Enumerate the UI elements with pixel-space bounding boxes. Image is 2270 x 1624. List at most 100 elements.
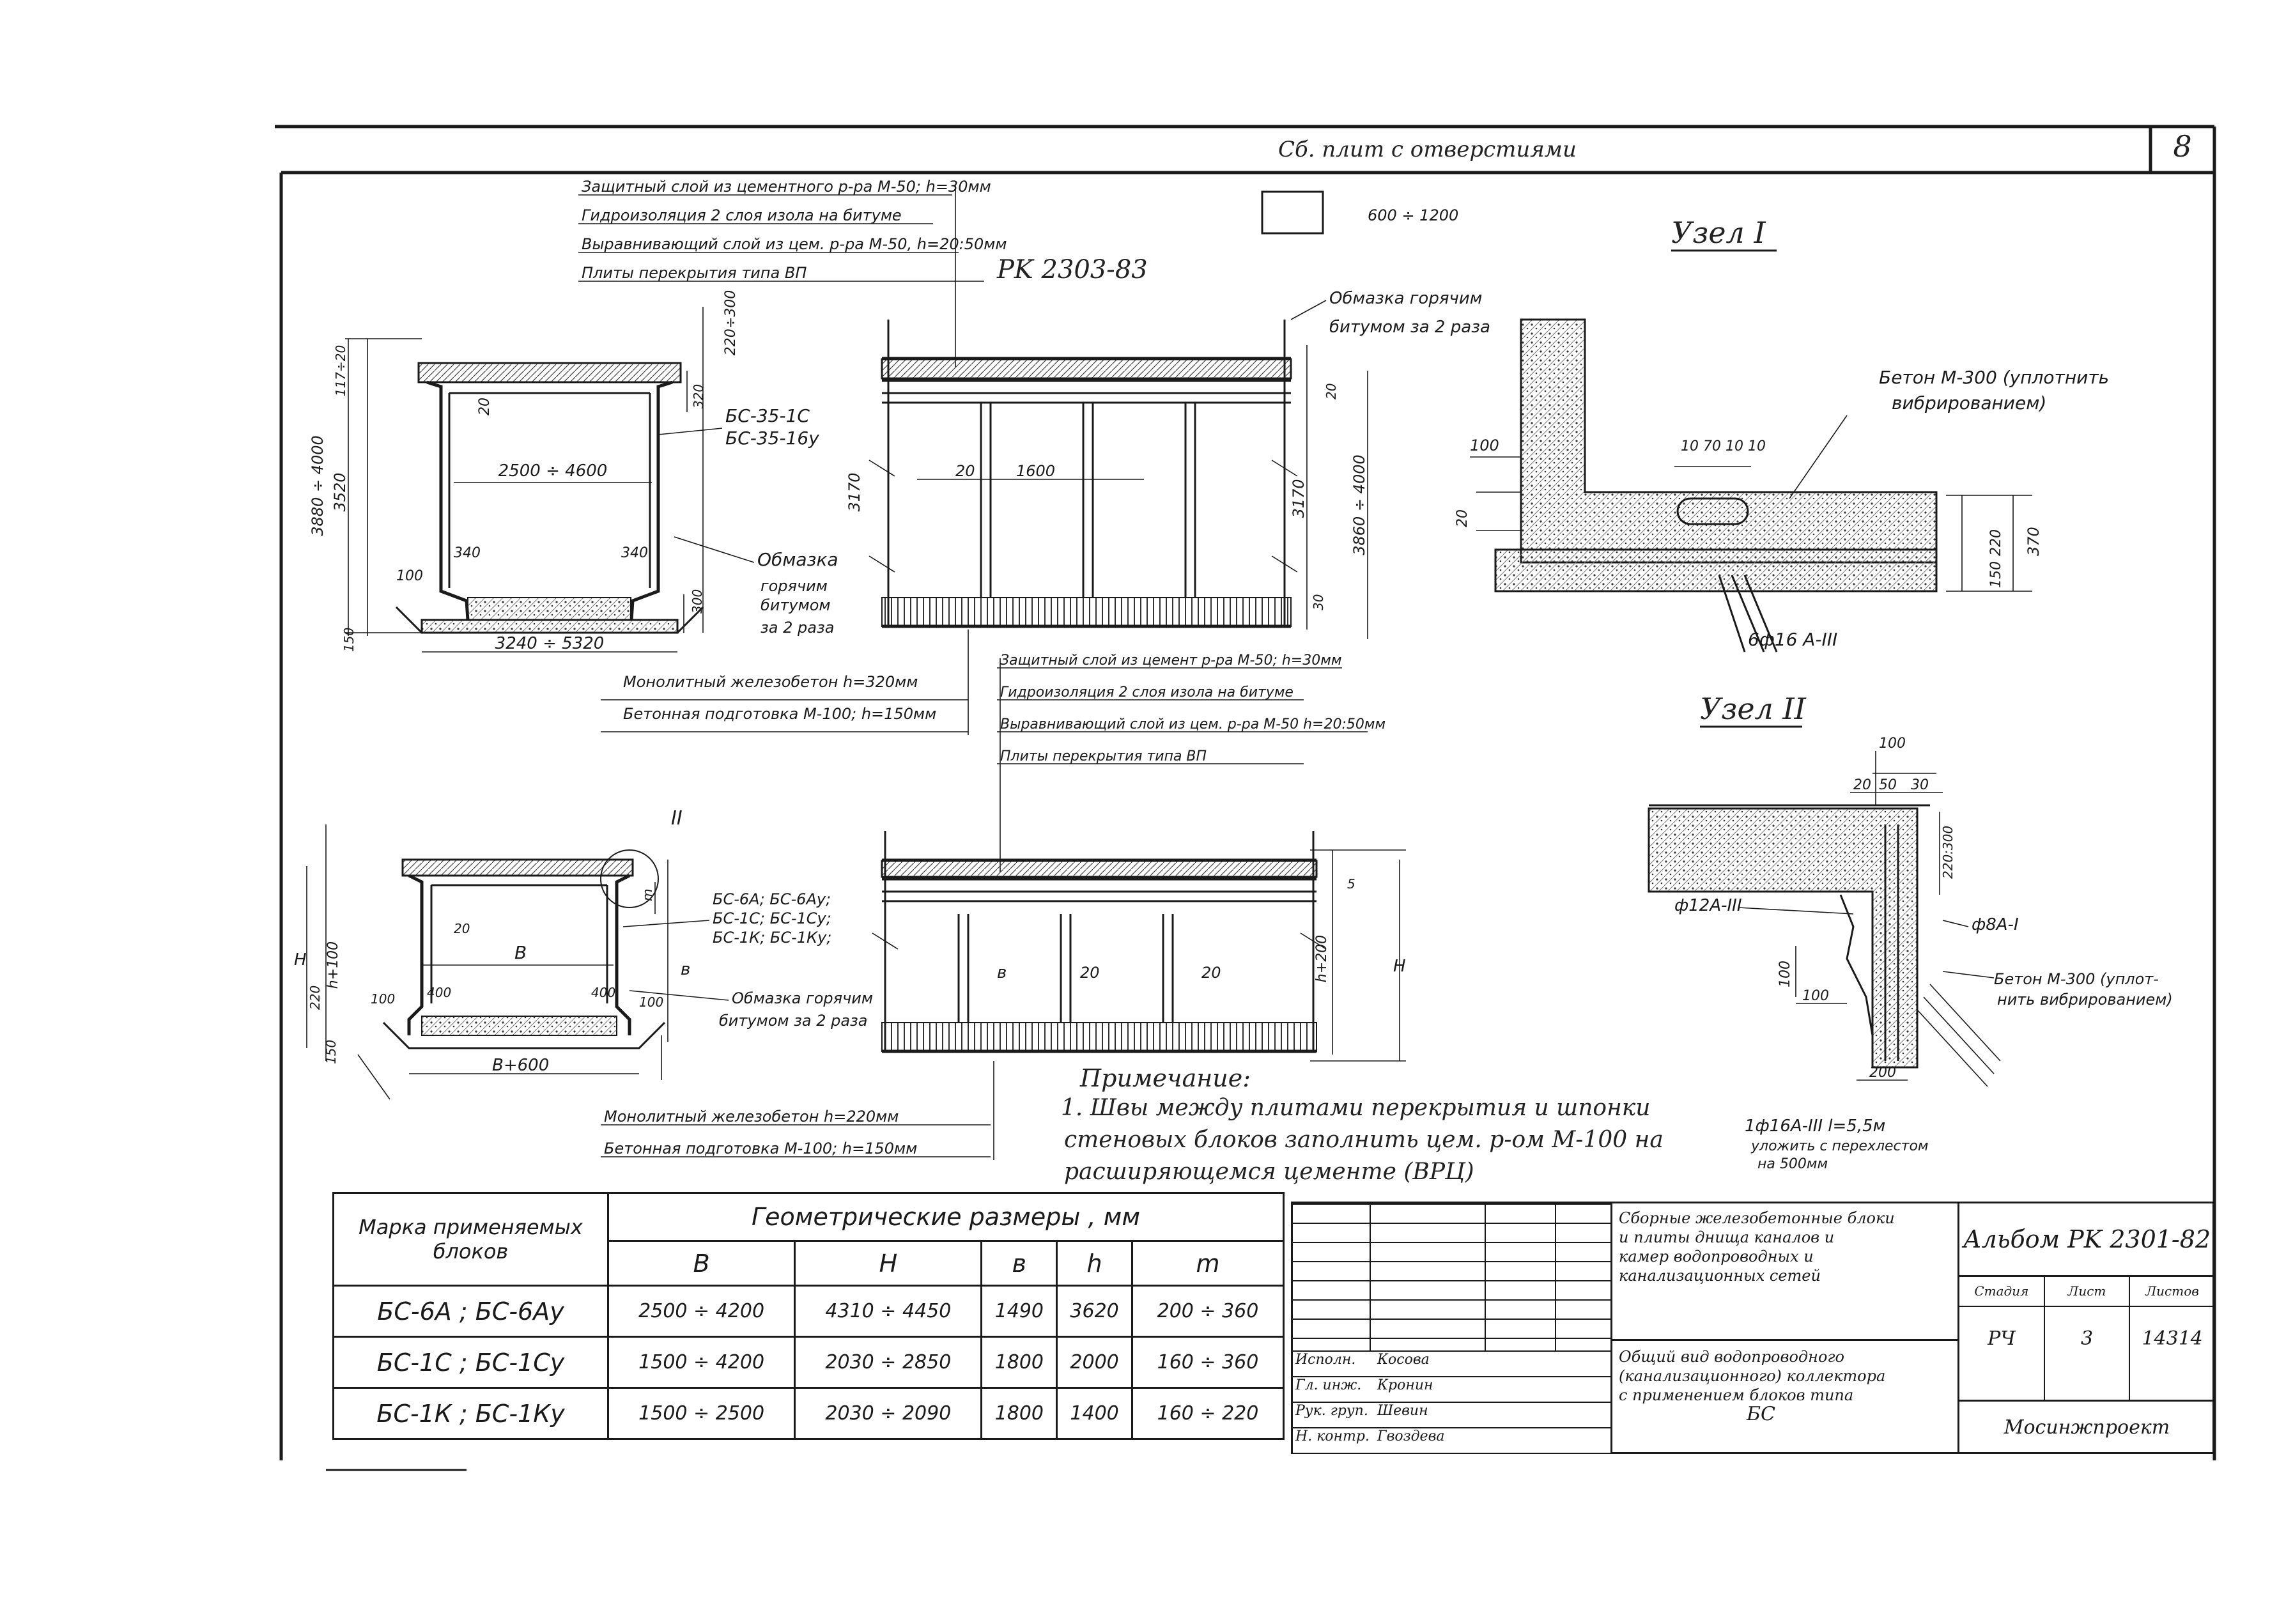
s1-d150: 150 [341,628,357,652]
s2-b: в [997,963,1007,982]
node-1-detail [1470,318,2032,653]
s2-d100a: 100 [371,991,395,1007]
node-2-rebar-1: ф12А-III [1674,896,1742,915]
table-row: БС-6А ; БС-6Ау 2500 ÷ 4200 4310 ÷ 4450 1… [332,1285,1285,1338]
signature-row: Рук. груп. Шевин [1293,1402,1610,1427]
s2-H: Н [294,950,307,970]
table-cell-m: 160 ÷ 220 [1131,1387,1285,1440]
drawing-type: БС [1747,1403,1775,1425]
s2-base-callouts [601,630,994,1160]
node-1-d220: 220 [1988,529,2004,556]
node-2-d50: 50 [1879,777,1897,793]
header-note: Сб. плит с отверстиями [1278,137,1577,162]
desc-line: камер водопроводных и [1619,1248,1814,1265]
s2-d20b: 20 [1080,964,1100,982]
table-row: БС-1К ; БС-1Ку 1500 ÷ 2500 2030 ÷ 2090 1… [332,1387,1285,1440]
s2-d20c: 20 [1201,964,1221,982]
table-header-mark: Марка применяемых блоков [332,1192,609,1287]
s1-right-total: 3860 ÷ 4000 [1350,454,1368,555]
divider [1957,1203,1959,1452]
node-2-rebar-3a: 1ф16А-III l=5,5м [1745,1117,1885,1136]
s2-m: m [640,889,655,901]
s1-span: 1600 [1016,462,1055,480]
s2-layer-1: Защитный слой из цемент р-ра М-50; h=30м… [1000,653,1341,669]
stage-value: РЧ [1959,1307,2045,1400]
s1-album-ref: PK 2303-83 [996,255,1148,284]
s1-h3170: 3170 [1290,479,1308,518]
organization: Мосинжпроект [2004,1416,2170,1439]
node-1-d370: 370 [2025,527,2042,556]
drawing-line: Общий вид водопроводного [1619,1348,1844,1366]
table-col-m: m [1131,1240,1285,1287]
note-line-3: расширяющемся цементе (ВРЦ) [1064,1159,1474,1185]
stage-header: Стадия [1959,1277,2045,1306]
desc-line: и плиты днища каналов и [1619,1228,1835,1246]
s1-d320: 320 [691,384,706,408]
s1-d100: 100 [396,568,423,584]
s1-base-width: 3240 ÷ 5320 [495,634,605,653]
node-2-rebar-3b: уложить с перехлестом [1750,1138,1929,1154]
node-1-d100: 100 [1470,437,1499,454]
s1-d30: 30 [1311,594,1326,610]
node-2-d100b: 100 [1777,961,1793,987]
s2-layer-2: Гидроизоляция 2 слоя изола на битуме [1000,684,1293,700]
s2-coat-1: Обмазка горячим [732,989,873,1007]
signature-role: Гл. инж. [1295,1377,1362,1393]
s1-d340b: 340 [621,545,648,561]
s1-d20: 20 [477,398,493,415]
s2-d400a: 400 [427,985,451,1000]
node-1-concrete-2: вибрированием) [1892,392,2046,414]
s1-block-1: БС-35-1С [725,405,810,426]
signature-name: Шевин [1377,1403,1428,1419]
table-header-geometry: Геометрические размеры , мм [607,1192,1285,1242]
table-cell-b: 1490 [980,1285,1058,1338]
s2-base: В+600 [492,1056,549,1075]
title-description: Сборные железобетонные блоки и плиты дни… [1612,1203,1957,1341]
s1-block-leader [658,428,723,435]
sheets-value: 14314 [2142,1327,2203,1350]
table-cell-H: 4310 ÷ 4450 [794,1285,983,1338]
s1-wall-height: 3520 [331,472,349,511]
table-col-H: Н [794,1240,983,1287]
drawing-line: (канализационного) коллектора [1619,1367,1886,1385]
sheet-frame [275,125,2216,1471]
s2-block-2: БС-1С; БС-1Су; [713,909,831,927]
table-cell-m: 160 ÷ 360 [1131,1336,1285,1389]
node-2-d100a: 100 [1879,736,1906,752]
note-line-1: 1. Швы между плитами перекрытия и шпонки [1061,1095,1650,1121]
s1-d20-right: 20 [1324,383,1339,399]
signature-row: Н. контр. Гвоздева [1293,1427,1610,1453]
desc-line: канализационных сетей [1619,1267,1821,1285]
s1-layer-2: Гидроизоляция 2 слоя изола на битуме [582,206,902,224]
table-cell-B: 1500 ÷ 4200 [606,1336,796,1389]
s1-h3170-left: 3170 [845,472,863,511]
s1-base-1: Монолитный железобетон h=320мм [623,673,918,691]
s1-block-2: БС-35-16у [725,428,819,449]
sheet-value: 3 [2045,1307,2131,1400]
s2-d5: 5 [1347,876,1355,892]
table-row: БС-1С ; БС-1Су 1500 ÷ 4200 2030 ÷ 2850 1… [332,1336,1285,1389]
signature-name: Гвоздева [1377,1428,1445,1444]
s1-layer-1: Защитный слой из цементного р-ра М-50; h… [582,178,991,196]
node-2-d220: 220:300 [1940,826,1956,879]
node-2-rebar-2: ф8А-I [1972,915,2019,934]
signature-row: Гл. инж. Кронин [1293,1376,1610,1402]
s1-coat-1: Обмазка [757,549,838,570]
node-2-d20: 20 [1853,777,1871,793]
s2-layer-callouts [997,658,1368,872]
sheet-number: 8 [2173,129,2191,164]
table-cell-B: 2500 ÷ 4200 [606,1285,796,1338]
table-cell-h: 3620 [1056,1285,1133,1338]
s2-coat-leader [629,990,729,1001]
signature-role: Рук. груп. [1295,1403,1368,1419]
table-cell-mark: БС-1К ; БС-1Ку [332,1387,609,1440]
s1-inner-width: 2500 ÷ 4600 [498,461,608,481]
node-2-concrete-1: Бетон М-300 (уплот- [1994,970,2159,988]
signature-name: Кронин [1377,1377,1433,1393]
s2-base-2: Бетонная подготовка М-100; h=150мм [604,1140,917,1157]
note-title: Примечание: [1079,1064,1251,1092]
s1-top-b: 220÷300 [723,290,739,355]
signature-role: Исполн. [1295,1352,1356,1368]
s2-base-1: Монолитный железобетон h=220мм [604,1108,899,1125]
s1-top-a: 117÷20 [333,345,348,396]
